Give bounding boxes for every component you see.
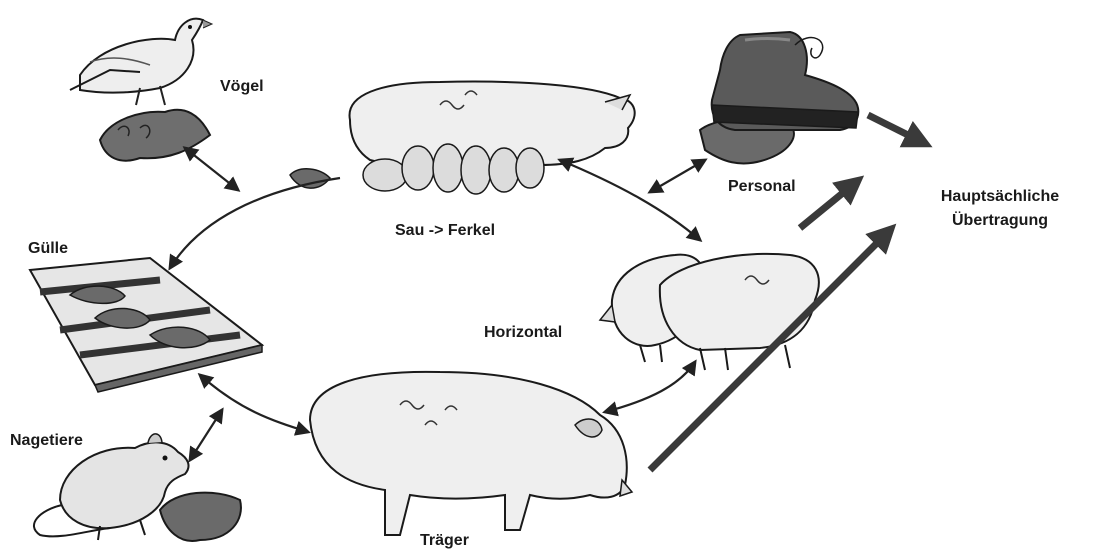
label-horizontal: Horizontal (484, 324, 562, 342)
label-voegel: Vögel (220, 78, 264, 96)
two-pigs-icon (600, 254, 819, 370)
bird-icon (70, 19, 212, 161)
arrow-manure-to-carrier (200, 375, 308, 432)
label-guelle: Gülle (28, 240, 68, 258)
thick-arrow-horizontal (800, 183, 855, 228)
boot-icon (700, 32, 858, 163)
label-nagetiere: Nagetiere (10, 432, 83, 450)
arrow-carrier-horizontal (605, 362, 695, 412)
arrow-sow-to-manure (170, 178, 340, 268)
label-sau-ferkel: Sau -> Ferkel (395, 222, 495, 240)
label-traeger: Träger (420, 532, 469, 550)
sow-piglets-icon (290, 82, 635, 194)
arrow-bird-cycle (185, 148, 238, 190)
thick-arrow-boot (868, 115, 922, 142)
manure-floor-icon (30, 258, 262, 392)
label-main-line2: Übertragung (925, 212, 1075, 230)
arrow-personal-cycle (650, 160, 705, 192)
label-main-line1: Hauptsächliche (925, 188, 1075, 206)
arrow-sow-to-horizontal (560, 160, 700, 240)
label-main-transmission: Hauptsächliche Übertragung (925, 188, 1075, 230)
label-personal: Personal (728, 178, 796, 196)
carrier-pig-icon (310, 372, 632, 535)
arrow-rodent-cycle (190, 410, 222, 460)
